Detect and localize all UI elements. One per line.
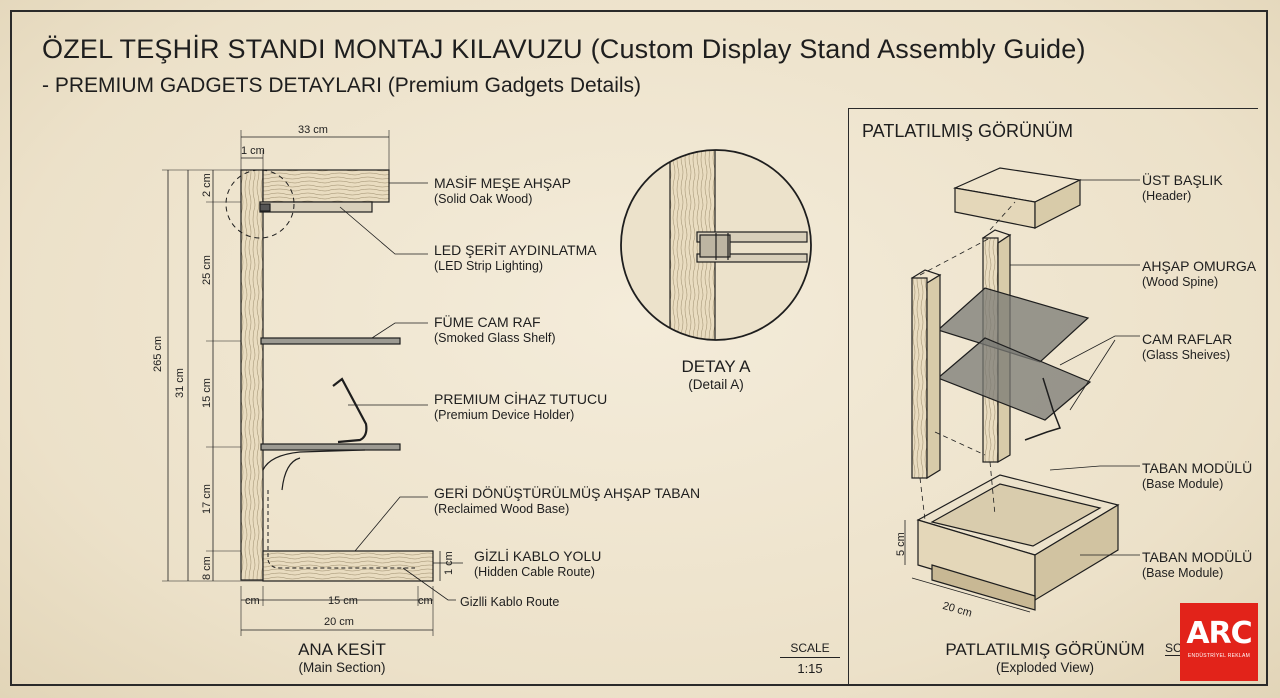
label-cable-route: Gizlli Kablo Route (460, 595, 560, 609)
label-glass-shelves: CAM RAFLAR (Glass Sheives) (1142, 331, 1232, 363)
label-base-module-1: TABAN MODÜLÜ (Base Module) (1142, 460, 1252, 492)
subtitle-english: (Premium Gadgets Details) (387, 74, 642, 97)
caption-tr: DETAY A (681, 357, 751, 376)
label-tr: FÜME CAM RAF (434, 314, 541, 330)
label-tr: TABAN MODÜLÜ (1142, 460, 1253, 476)
led-strip (259, 201, 373, 213)
glass-shelf-1 (260, 337, 401, 345)
label-en: (LED Strip Lighting) (434, 259, 544, 273)
dim-overall-height: 265 cm (152, 335, 164, 372)
label-tr: LED ŞERİT AYDINLATMA (434, 242, 597, 258)
logo-text: ARC (1186, 616, 1252, 651)
dim-17cm: 17 cm (201, 484, 213, 514)
caption-en: (Main Section) (298, 660, 386, 675)
title-english: (Custom Display Stand Assembly Guide) (590, 34, 1086, 64)
top-header-board (262, 169, 390, 203)
exploded-panel-frame (848, 108, 1258, 686)
dim-bottom-left-cm: cm (245, 595, 260, 607)
dim-15cm: 15 cm (201, 378, 213, 408)
dim-inner-height: 31 cm (174, 368, 186, 398)
label-hidden-cable: GİZLİ KABLO YOLU (Hidden Cable Route) (474, 548, 601, 580)
hidden-cable (267, 490, 415, 569)
label-tr: PREMIUM CİHAZ TUTUCU (434, 391, 608, 407)
detail-a-drawing (620, 149, 812, 341)
caption-exploded-view: PATLATILMIŞ GÖRÜNÜM (Exploded View) (945, 640, 1145, 675)
label-en: (Solid Oak Wood) (434, 192, 533, 206)
label-en: (Wood Spine) (1142, 275, 1219, 289)
label-tr: TABAN MODÜLÜ (1142, 549, 1253, 565)
label-en: (Base Module) (1142, 566, 1224, 580)
dim-bottom-20cm: 20 cm (324, 616, 354, 628)
vertical-spine (240, 169, 264, 581)
caption-tr: ANA KESİT (298, 640, 386, 659)
title-turkish: ÖZEL TEŞHİR STANDI MONTAJ KILAVUZU (42, 34, 583, 64)
exploded-glass-shelf-2 (936, 337, 1092, 421)
dim-25cm: 25 cm (201, 255, 213, 285)
label-tr: GERİ DÖNÜŞTÜRÜLMÜŞ AHŞAP TABAN (434, 485, 701, 501)
label-en: (Header) (1142, 189, 1192, 203)
label-tr: GİZLİ KABLO YOLU (474, 548, 602, 564)
dim-8cm: 8 cm (201, 556, 213, 580)
label-en: (Smoked Glass Shelf) (434, 331, 556, 345)
label-reclaimed-base: GERİ DÖNÜŞTÜRÜLMÜŞ AHŞAP TABAN (Reclaime… (434, 485, 700, 517)
page-title: ÖZEL TEŞHİR STANDI MONTAJ KILAVUZU (Cust… (42, 34, 1086, 65)
dim-base-thickness: 1 cm (443, 551, 455, 575)
logo-tagline: ENDÜSTRİYEL REKLAM (1187, 653, 1251, 659)
label-header: ÜST BAŞLIK (Header) (1142, 172, 1223, 204)
label-tr: CAM RAFLAR (1142, 331, 1233, 347)
label-tr: MASİF MEŞE AHŞAP (434, 175, 571, 191)
dim-exploded-height: 5 cm (895, 532, 907, 556)
exploded-panel-title: PATLATILMIŞ GÖRÜNÜM (862, 121, 1074, 141)
label-tr: AHŞAP OMURGA (1142, 258, 1257, 274)
reclaimed-wood-base (262, 550, 434, 582)
scale-label: SCALE (780, 641, 840, 658)
exploded-view-drawing (904, 167, 1140, 613)
shelf-bracket (262, 449, 366, 471)
label-base-module-2: TABAN MODÜLÜ (Base Module) (1142, 549, 1252, 581)
dim-2cm: 2 cm (201, 173, 213, 197)
label-led-strip: LED ŞERİT AYDINLATMA (LED Strip Lighting… (434, 242, 597, 274)
scale-value: 1:15 (797, 661, 823, 676)
exploded-device-holder (1024, 377, 1061, 441)
caption-tr: PATLATILMIŞ GÖRÜNÜM (945, 640, 1145, 659)
label-solid-oak: MASİF MEŞE AHŞAP (Solid Oak Wood) (434, 175, 571, 207)
dim-bottom-15cm: 15 cm (328, 595, 358, 607)
dim-top-width: 33 cm (298, 124, 328, 136)
dim-bottom-right-cm: cm (418, 595, 433, 607)
label-smoked-glass: FÜME CAM RAF (Smoked Glass Shelf) (434, 314, 556, 346)
label-device-holder: PREMIUM CİHAZ TUTUCU (Premium Device Hol… (434, 391, 607, 423)
caption-en: (Detail A) (688, 377, 744, 392)
arc-logo: ARC ENDÜSTRİYEL REKLAM (1180, 603, 1258, 681)
caption-en: (Exploded View) (995, 660, 1095, 675)
page-subtitle: - PREMIUM GADGETS DETAYLARI (Premium Gad… (42, 74, 641, 98)
label-en: (Hidden Cable Route) (474, 565, 595, 579)
label-en: (Reclaimed Wood Base) (434, 502, 570, 516)
caption-detail-a: DETAY A (Detail A) (666, 357, 766, 392)
glass-shelf-2 (260, 443, 401, 451)
scale-block: SCALE 1:15 (780, 641, 840, 676)
dim-top-thickness: 1 cm (241, 145, 265, 157)
device-holder (332, 377, 368, 444)
label-en: (Glass Sheives) (1142, 348, 1231, 362)
detail-a-marker (225, 169, 295, 239)
label-en: (Premium Device Holder) (434, 408, 575, 422)
main-section-drawing (162, 130, 463, 636)
drawing-border (10, 10, 1268, 686)
caption-main-section: ANA KESİT (Main Section) (282, 640, 402, 675)
label-tr: ÜST BAŞLIK (1142, 172, 1223, 188)
label-en: (Base Module) (1142, 477, 1224, 491)
label-wood-spine: AHŞAP OMURGA (Wood Spine) (1142, 258, 1256, 290)
subtitle-turkish: - PREMIUM GADGETS DETAYLARI (42, 74, 382, 97)
